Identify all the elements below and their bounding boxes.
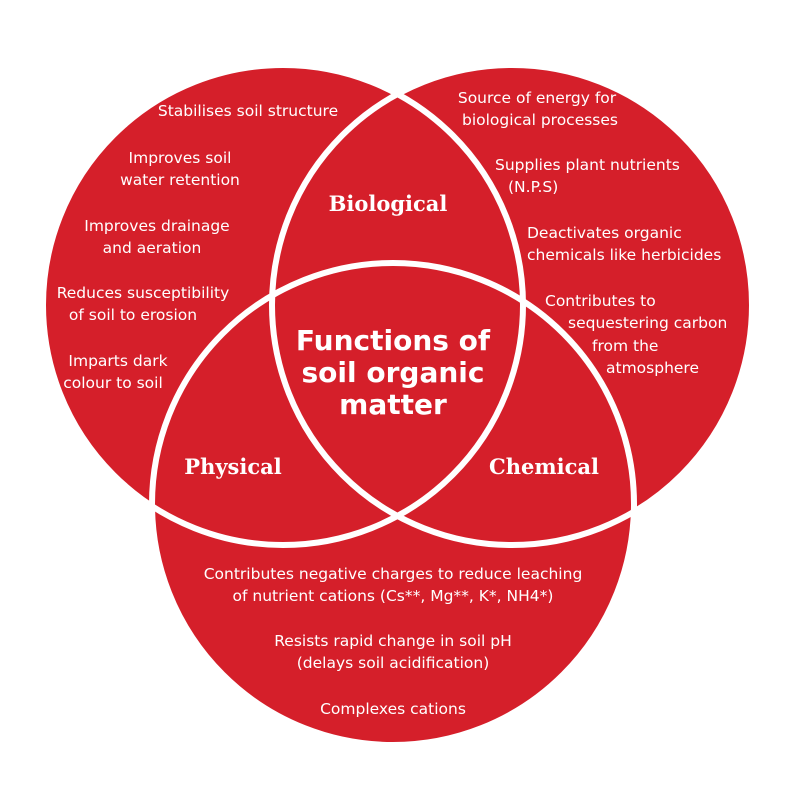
- biological-item: sequestering carbon: [568, 314, 727, 332]
- chemical-circle-outline: [149, 260, 637, 748]
- center-title: Functions of soil organic matter: [296, 324, 491, 421]
- title-line: soil organic: [302, 356, 485, 389]
- biological-item: Supplies plant nutrients: [495, 156, 680, 174]
- chemical-item: (delays soil acidification): [297, 654, 490, 672]
- chemical-label: Chemical: [489, 454, 599, 479]
- chemical-item: Contributes negative charges to reduce l…: [204, 565, 583, 583]
- physical-label: Physical: [184, 454, 281, 479]
- physical-item: Stabilises soil structure: [158, 102, 338, 120]
- physical-item: Reduces susceptibility: [57, 284, 230, 302]
- title-line: Functions of: [296, 324, 491, 357]
- biological-label: Biological: [329, 191, 448, 216]
- physical-item: Imparts dark: [68, 352, 167, 370]
- biological-item: atmosphere: [606, 359, 699, 377]
- biological-circle-outline: [269, 62, 755, 548]
- physical-item: colour to soil: [63, 374, 163, 392]
- physical-item: Improves soil: [129, 149, 232, 167]
- circle-outlines: [40, 62, 755, 748]
- biological-item: biological processes: [462, 111, 618, 129]
- physical-item: and aeration: [103, 239, 202, 257]
- physical-item: water retention: [120, 171, 240, 189]
- chemical-item: of nutrient cations (Cs**, Mg**, K*, NH4…: [233, 587, 554, 605]
- biological-item: from the: [592, 337, 658, 355]
- physical-item: Improves drainage: [84, 217, 229, 235]
- title-line: matter: [339, 388, 447, 421]
- physical-item: of soil to erosion: [69, 306, 197, 324]
- biological-item: (N.P.S): [508, 178, 558, 196]
- biological-item: Contributes to: [545, 292, 656, 310]
- chemical-item: Resists rapid change in soil pH: [274, 632, 512, 650]
- chemical-circle: [152, 263, 634, 745]
- physical-circle-outline: [40, 62, 526, 548]
- biological-item: chemicals like herbicides: [527, 246, 721, 264]
- chemical-item: Complexes cations: [320, 700, 466, 718]
- biological-item: Source of energy for: [458, 89, 617, 107]
- biological-item: Deactivates organic: [527, 224, 682, 242]
